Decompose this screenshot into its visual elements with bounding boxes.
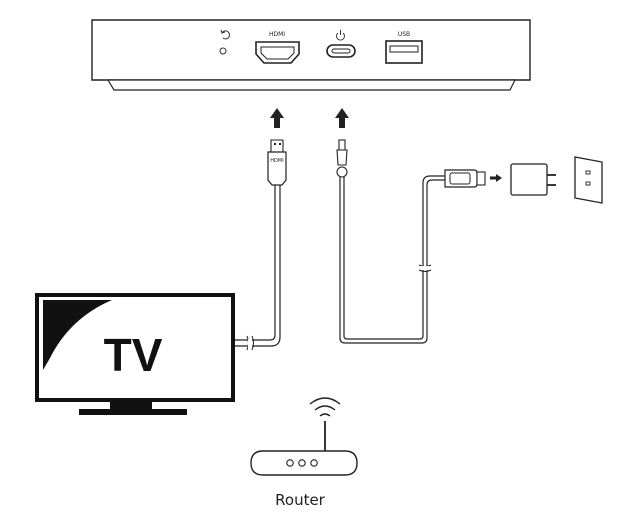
- hdmi-plug-label: HDMI: [270, 158, 283, 164]
- box-body: [91, 19, 531, 81]
- power-adapter: [510, 163, 556, 196]
- power-cable: [336, 139, 486, 344]
- usb-port-tongue: [389, 45, 419, 53]
- tv: TV: [35, 293, 235, 415]
- tv-label: TV: [104, 329, 163, 381]
- hdmi-insert-arrow: [270, 108, 284, 128]
- power-insert-arrow: [335, 108, 349, 128]
- hdmi-cable: HDMI: [232, 139, 287, 351]
- reset-hole[interactable]: [219, 47, 227, 55]
- tv-neck: [110, 400, 152, 409]
- power-port-inner: [331, 48, 351, 54]
- hdmi-port-inner: [260, 46, 295, 60]
- router-led-1: [286, 459, 294, 467]
- power-plug: [336, 149, 348, 166]
- streaming-box: HDMI USB: [91, 19, 531, 91]
- tv-stand: [79, 409, 187, 415]
- tv-screen-corner: [43, 300, 112, 370]
- power-icon: [336, 30, 345, 41]
- reset-icon: [220, 29, 230, 40]
- usb-port-label: USB: [398, 31, 410, 38]
- wall-outlet: [574, 156, 603, 204]
- router-led-2: [298, 459, 306, 467]
- router: Router: [250, 397, 358, 509]
- adapter-arrow: [490, 174, 502, 182]
- hdmi-port-label: HDMI: [269, 31, 285, 38]
- box-base: [106, 79, 516, 91]
- router-led-3: [310, 459, 318, 467]
- router-label: Router: [275, 491, 326, 509]
- wifi-icon: [309, 397, 341, 417]
- hdmi-plug: [267, 151, 287, 186]
